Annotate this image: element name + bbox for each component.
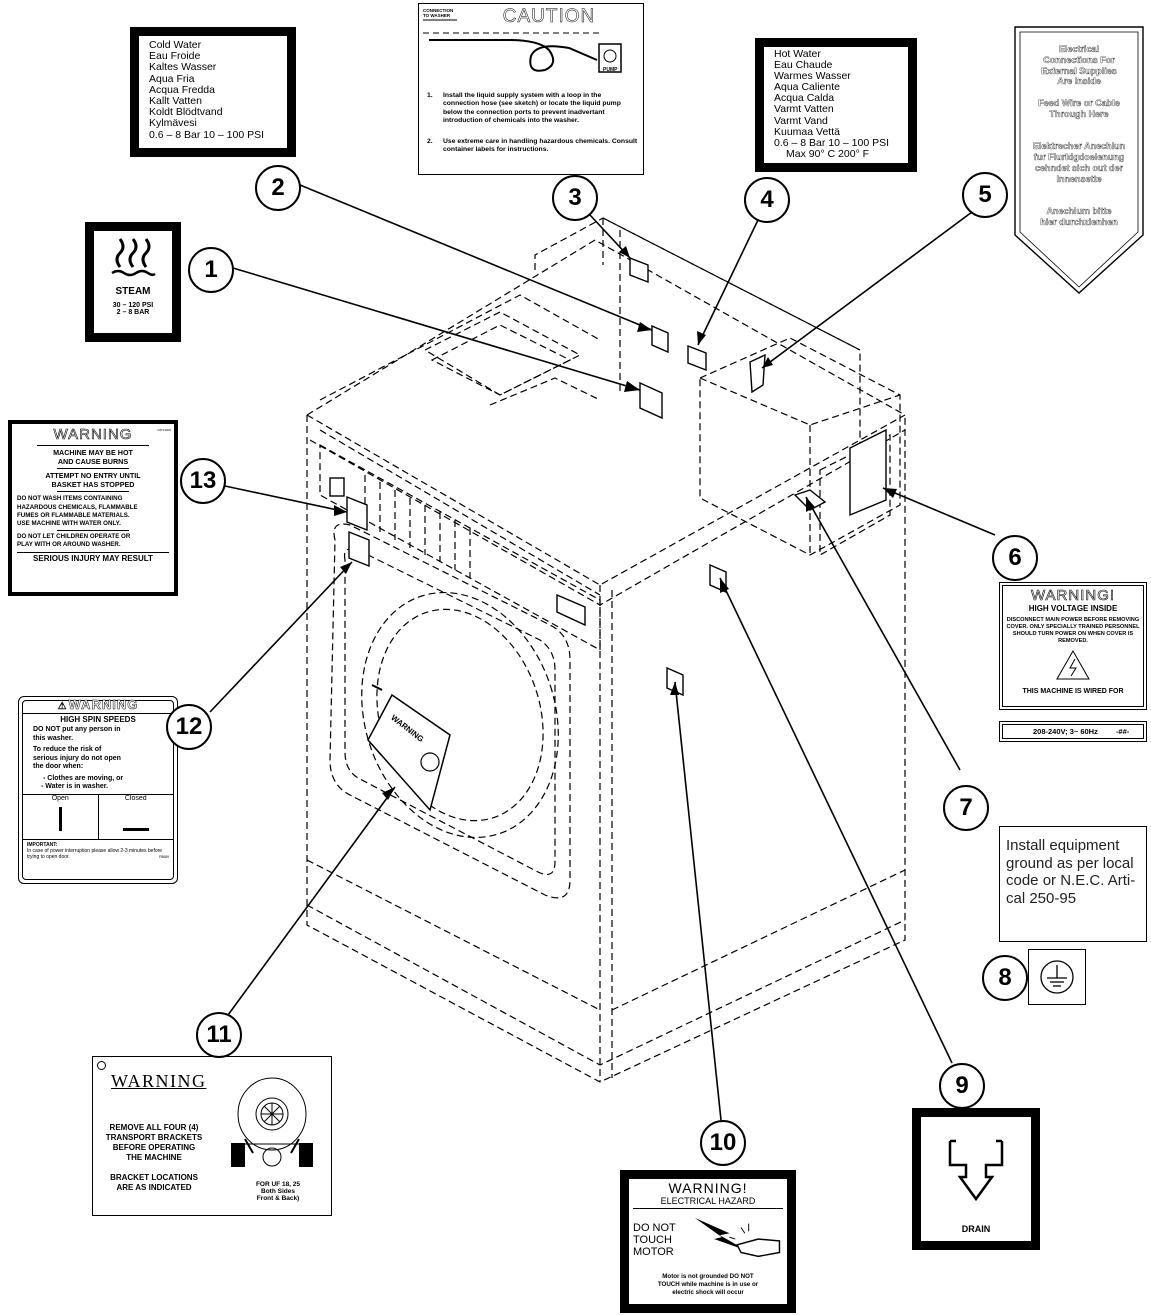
caution-item: 1. Install the liquid supply system with…	[427, 92, 621, 124]
hot-water-label: Hot Water Eau Chaude Warmes Wasser Aqua …	[755, 38, 917, 172]
cold-water-line: Aqua Fria	[149, 72, 195, 85]
electrical-connections-text: Electrical Connections For External Supp…	[1032, 44, 1126, 227]
electrical-hazard-label: WARNING! ELECTRICAL HAZARD DO NOT TOUCH …	[620, 1170, 796, 1313]
cold-water-line: Acqua Fredda	[149, 83, 215, 96]
callout-1: 1	[188, 247, 234, 293]
drain-icon	[948, 1139, 1004, 1202]
electrical-hazard-subtitle: ELECTRICAL HAZARD	[660, 1196, 756, 1206]
transport-footer: FOR UF 18, 25 Both Sides Front & Back)	[255, 1181, 301, 1202]
cold-water-line: Kylmävesi	[149, 117, 197, 130]
spin-closed-label: Closed	[124, 794, 147, 802]
hole-icon	[97, 1061, 106, 1070]
steam-icon	[111, 238, 156, 277]
callout-7: 7	[943, 785, 989, 831]
callout-11: 11	[196, 1012, 242, 1058]
callout-13: 13	[180, 458, 226, 504]
hot-water-line: Hot Water	[774, 48, 821, 60]
caution-item: 2. Use extreme care in handling hazardou…	[427, 138, 638, 154]
hot-water-line: Acqua Calda	[774, 92, 835, 105]
cold-water-line: Kaltes Wasser	[149, 61, 217, 74]
steam-bar: 2 – 8 BAR	[116, 309, 150, 316]
hot-water-line: Varmt Vatten	[774, 103, 834, 116]
steam-psi: 30 – 120 PSI	[112, 302, 154, 309]
spin-open-label: Open	[51, 794, 69, 802]
warning-hot-code: F8713006	[157, 428, 171, 432]
alert-triangle-icon: ⚠	[57, 701, 67, 712]
spin-title: WARNING	[68, 697, 139, 712]
lightning-triangle-icon	[1056, 649, 1090, 680]
drain-text: DRAIN	[961, 1224, 991, 1234]
transport-title: WARNING	[111, 1071, 207, 1091]
hot-water-line: Warmes Wasser	[774, 70, 851, 83]
electrical-connections-shield	[1014, 26, 1144, 294]
open-indicator-icon	[58, 807, 62, 831]
shock-hand-icon	[694, 1217, 780, 1258]
callout-5: 5	[962, 172, 1008, 218]
arrowheads	[334, 246, 897, 800]
transport-brackets-label: WARNING REMOVE ALL FOUR (4) TRANSPORT BR…	[92, 1056, 332, 1216]
high-voltage-title: WARNING!	[1030, 587, 1116, 604]
callout-12: 12	[166, 704, 212, 750]
hot-water-line: Eau Chaude	[774, 59, 833, 72]
high-voltage-label: WARNING! HIGH VOLTAGE INSIDE DISCONNECT …	[999, 582, 1147, 710]
hot-water-line: Kuumaa Vettä	[774, 125, 840, 138]
high-voltage-footer: THIS MACHINE IS WIRED FOR	[1022, 688, 1124, 695]
svg-text:TO WASHER: TO WASHER	[423, 13, 451, 18]
drain-label: DRAIN	[912, 1108, 1040, 1250]
spin-title-bar: ⚠ WARNING	[23, 698, 173, 714]
spin-subtitle: HIGH SPIN SPEEDS	[60, 714, 136, 724]
do-not-touch-text: DO NOT TOUCH MOTOR	[633, 1222, 676, 1258]
steam-title: STEAM	[115, 286, 151, 297]
transport-instructions: REMOVE ALL FOUR (4) TRANSPORT BRACKETS B…	[105, 1123, 203, 1192]
hot-water-line: Max 90° C 200° F	[786, 147, 870, 160]
door-warning-tag	[367, 684, 451, 812]
high-voltage-body: DISCONNECT MAIN POWER BEFORE REMOVING CO…	[1006, 617, 1140, 644]
svg-text:CONNECTION: CONNECTION	[423, 8, 453, 13]
hot-water-line: Varmt Vand	[774, 114, 828, 127]
warning-hot-label: F8713006 WARNING MACHINE MAY BE HOT AND …	[8, 420, 178, 596]
hot-water-line: Aqua Caliente	[774, 81, 840, 94]
electrical-hazard-footer: Motor is not grounded DO NOT TOUCH while…	[657, 1273, 759, 1296]
caution-pump-label: PUMP	[603, 67, 618, 73]
spin-door-states: Open Closed	[23, 793, 173, 840]
spin-warning-label: ⚠ WARNING HIGH SPIN SPEEDS DO NOT put an…	[18, 696, 178, 884]
callout-3: 3	[552, 175, 598, 221]
ground-note-label: Install equipment ground as per local co…	[999, 826, 1147, 942]
cold-water-line: Kallt Vatten	[149, 95, 202, 108]
callout-6: 6	[992, 535, 1038, 581]
cold-water-line: Cold Water	[149, 39, 202, 51]
washer-outline	[306, 217, 906, 1083]
cold-water-label: Cold Water Eau Froide Kaltes Wasser Aqua…	[130, 27, 296, 157]
closed-indicator-icon	[122, 828, 149, 831]
washer-motor-icon	[231, 1077, 313, 1167]
leader-lines	[209, 184, 996, 1121]
cold-water-line: Eau Froide	[149, 50, 201, 63]
callout-9: 9	[939, 1063, 985, 1109]
caution-sketch: CONNECTION TO WASHER	[423, 8, 622, 73]
cold-water-line: Koldt Blödtvand	[149, 106, 223, 119]
caution-label: CONNECTION TO WASHER CAUTION PUMP 1. Ins…	[418, 3, 644, 175]
high-voltage-subtitle: HIGH VOLTAGE INSIDE	[1028, 604, 1118, 613]
callout-8: 8	[982, 955, 1028, 1001]
steam-label: STEAM 30 – 120 PSI 2 – 8 BAR	[85, 222, 181, 342]
ground-icon	[1040, 960, 1074, 994]
warning-hot-title: WARNING	[53, 426, 133, 443]
electrical-hazard-title: WARNING!	[668, 1180, 748, 1196]
voltage-rating-strip: 208-240V; 3~ 60Hz -##-	[999, 721, 1147, 742]
callout-4: 4	[744, 177, 790, 223]
cold-water-line: 0.6 – 8 Bar 10 – 100 PSI	[149, 128, 264, 141]
callout-10: 10	[700, 1120, 746, 1166]
callout-2: 2	[255, 165, 301, 211]
caution-title: CAUTION	[502, 6, 596, 28]
ground-symbol-box	[1028, 949, 1086, 1005]
hot-water-line: 0.6 – 8 Bar 10 – 100 PSI	[774, 136, 889, 149]
